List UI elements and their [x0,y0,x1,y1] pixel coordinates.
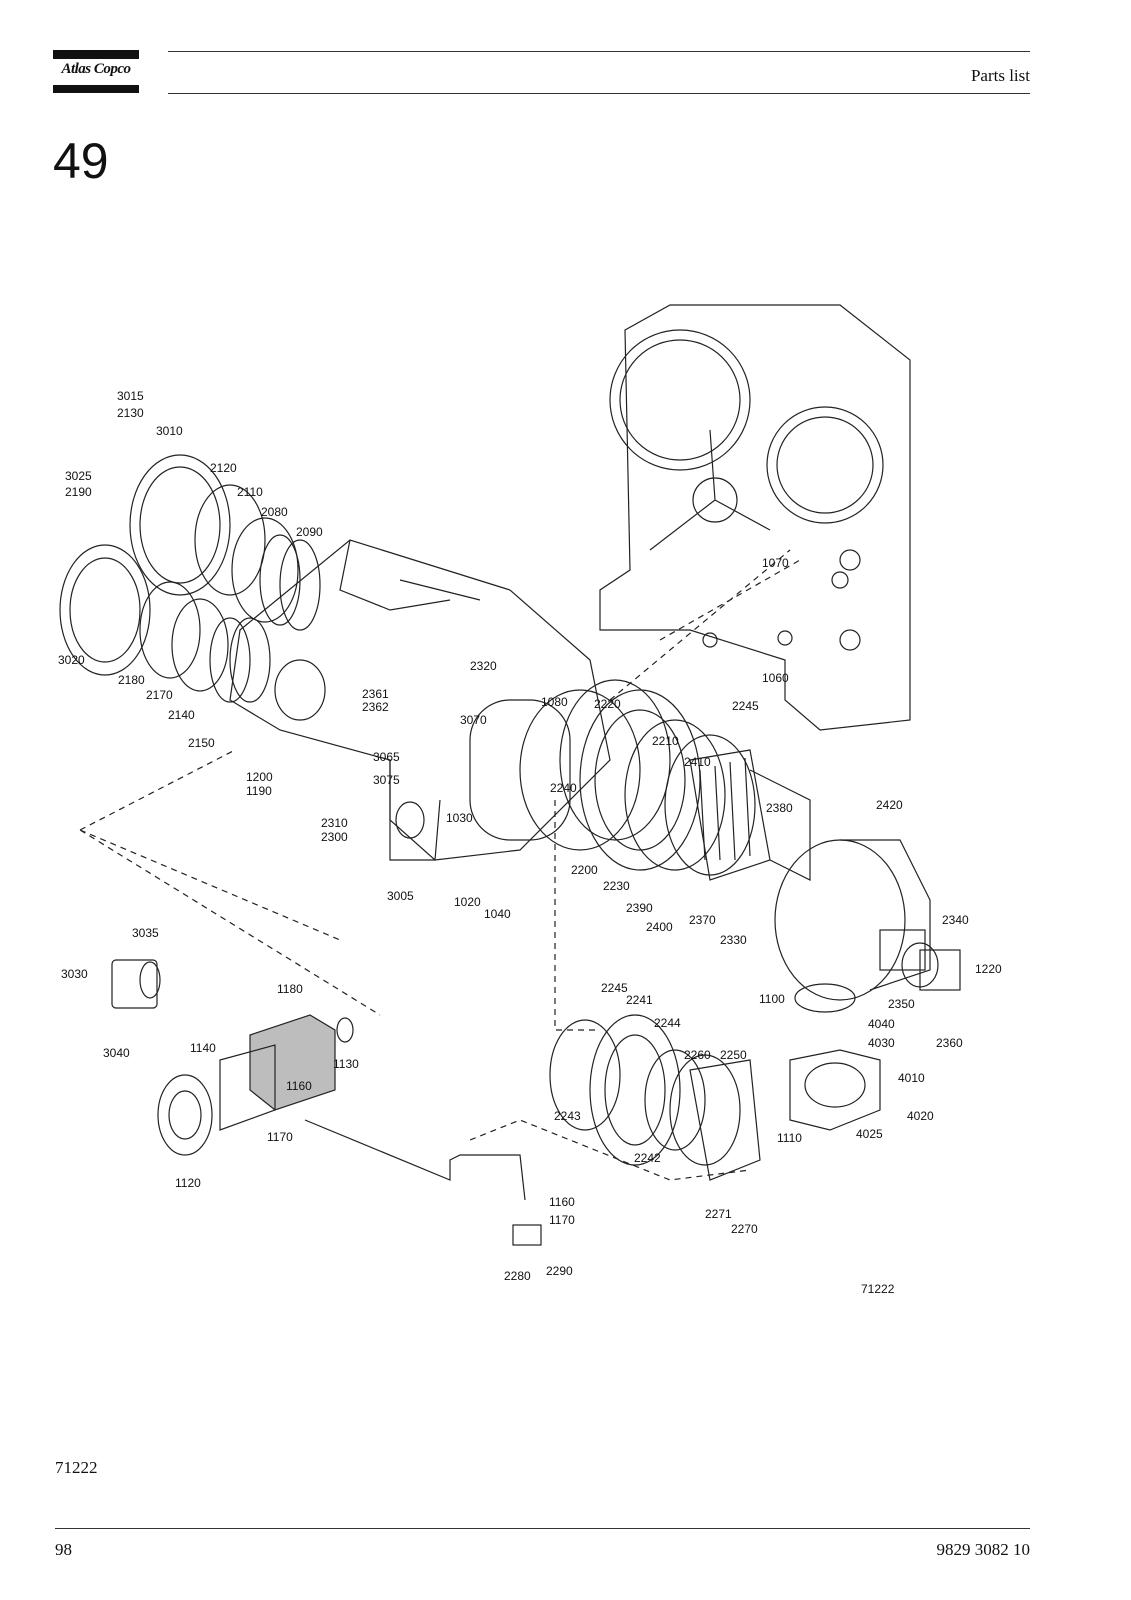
page-title: Parts list [970,66,1030,85]
footer-rule [55,1528,1030,1529]
label-2310: 2310 [321,816,348,830]
label-3070: 3070 [460,713,487,727]
label-1140: 1140 [190,1041,216,1055]
label-1160-right: 1160 [549,1195,575,1209]
label-2260: 2260 [684,1048,711,1062]
label-2390: 2390 [626,901,653,915]
label-2360: 2360 [936,1036,963,1050]
page-number: 98 [55,1540,72,1559]
label-2110: 2110 [237,485,263,499]
atlas-copco-logo: Atlas Copco [53,50,139,94]
label-3030: 3030 [61,967,88,981]
label-1120: 1120 [175,1176,201,1190]
label-1040: 1040 [484,907,511,921]
label-2180: 2180 [118,673,145,687]
label-3025: 3025 [65,469,92,483]
label-2362: 2362 [362,700,389,714]
label-2150: 2150 [188,736,215,750]
label-1170-right: 1170 [549,1213,575,1227]
label-1110: 1110 [777,1131,802,1145]
drawing-reference: 71222 [55,1458,98,1477]
label-2250: 2250 [720,1048,747,1062]
label-2420: 2420 [876,798,903,812]
label-1170-left: 1170 [267,1130,293,1144]
label-4040: 4040 [868,1017,895,1031]
label-1030: 1030 [446,811,473,825]
label-2244: 2244 [654,1016,681,1030]
label-2400: 2400 [646,920,673,934]
label-2290: 2290 [546,1264,573,1278]
label-2340: 2340 [942,913,969,927]
label-2130: 2130 [117,406,144,420]
label-3035: 3035 [132,926,159,940]
label-3075: 3075 [373,773,400,787]
label-2330: 2330 [720,933,747,947]
brand-name: Atlas Copco [61,61,131,77]
label-1100: 1100 [759,992,785,1006]
label-4020: 4020 [907,1109,934,1123]
label-2320: 2320 [470,659,497,673]
label-2241: 2241 [626,993,653,1007]
label-2210: 2210 [652,734,679,748]
label-4030: 4030 [868,1036,895,1050]
header-rule-bottom [168,93,1030,94]
label-2370: 2370 [689,913,716,927]
header-rule-top [168,51,1030,52]
label-2280: 2280 [504,1269,531,1283]
label-2230: 2230 [603,879,630,893]
label-3065: 3065 [373,750,400,764]
label-1200: 1200 [246,770,273,784]
label-2350: 2350 [888,997,915,1011]
label-2200: 2200 [571,863,598,877]
figure-reference: 71222 [861,1282,895,1296]
label-3005: 3005 [387,889,414,903]
label-2190: 2190 [65,485,92,499]
exploded-parts-drawing: 3015 2130 3010 3025 2190 2120 2110 2080 … [58,304,1002,1296]
label-2090: 2090 [296,525,323,539]
label-1080: 1080 [541,695,568,709]
label-1060: 1060 [762,671,789,685]
label-4025: 4025 [856,1127,883,1141]
label-2245-lower: 2245 [601,981,628,995]
label-2242: 2242 [634,1151,661,1165]
label-2243: 2243 [554,1109,581,1123]
label-2410: 2410 [684,755,711,769]
label-2220: 2220 [594,697,621,711]
label-2240: 2240 [550,781,577,795]
label-1190: 1190 [246,784,272,798]
label-3015: 3015 [117,389,144,403]
label-2080: 2080 [261,505,288,519]
label-2361: 2361 [362,687,389,701]
label-2271: 2271 [705,1207,732,1221]
label-3040: 3040 [103,1046,130,1060]
section-number: 49 [53,133,109,189]
label-2140: 2140 [168,708,195,722]
label-4010: 4010 [898,1071,925,1085]
label-2245-upper: 2245 [732,699,759,713]
label-2270: 2270 [731,1222,758,1236]
label-1180: 1180 [277,982,303,996]
label-1070: 1070 [762,556,789,570]
label-1160-left: 1160 [286,1079,312,1093]
label-2170: 2170 [146,688,173,702]
label-1220: 1220 [975,962,1002,976]
label-2120: 2120 [210,461,237,475]
label-1020: 1020 [454,895,481,909]
label-3020: 3020 [58,653,85,667]
document-number: 9829 3082 10 [936,1540,1031,1559]
label-1130: 1130 [333,1057,359,1071]
label-3010: 3010 [156,424,183,438]
label-2380: 2380 [766,801,793,815]
label-2300: 2300 [321,830,348,844]
